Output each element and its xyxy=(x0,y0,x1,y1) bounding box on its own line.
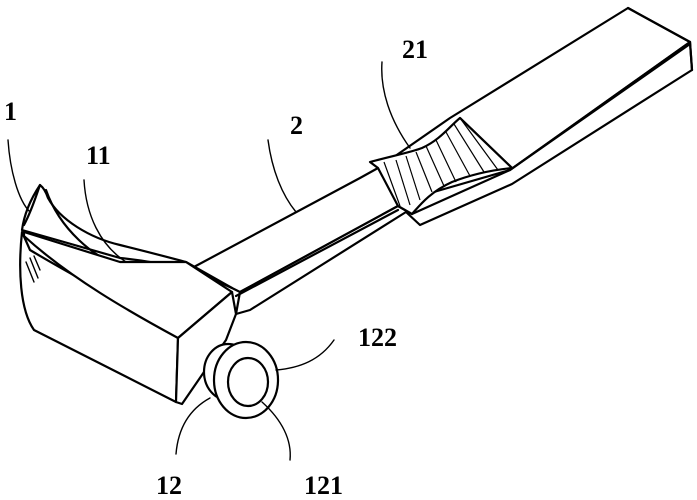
hammer-head xyxy=(19,183,238,406)
leader-2 xyxy=(267,139,297,213)
label-1: 1 xyxy=(4,97,17,126)
recess-hatch-2 xyxy=(395,159,411,206)
handle-edge xyxy=(234,208,400,298)
recess-hatch-7 xyxy=(445,131,471,177)
grip-recess xyxy=(368,116,514,216)
washer-assembly xyxy=(202,340,280,420)
recess-hatch-5 xyxy=(425,145,445,187)
leader-1 xyxy=(7,139,31,213)
reference-numerals: 1 11 2 21 122 12 121 xyxy=(4,35,428,500)
leader-122 xyxy=(275,339,335,371)
leader-11 xyxy=(83,179,127,263)
leader-21 xyxy=(381,61,411,149)
label-11: 11 xyxy=(86,141,111,170)
leader-lines xyxy=(7,61,411,461)
label-2: 2 xyxy=(290,111,303,140)
recess-hatch-1 xyxy=(383,161,401,207)
leader-12 xyxy=(175,397,211,455)
claw-groove-2 xyxy=(29,257,39,279)
recess-hatch-4 xyxy=(415,151,433,193)
recess-hatch-9 xyxy=(459,117,499,171)
washer-inner-ring xyxy=(226,356,270,408)
claw-groove-3 xyxy=(33,255,41,271)
recess-hatch-8 xyxy=(453,123,485,173)
recess-hatch-3 xyxy=(405,155,421,201)
recess-hatch-6 xyxy=(435,139,457,183)
label-12: 12 xyxy=(156,471,182,500)
label-122: 122 xyxy=(358,323,397,352)
label-121: 121 xyxy=(304,471,343,500)
label-21: 21 xyxy=(402,35,428,64)
leader-121 xyxy=(261,401,291,461)
claw-groove-1 xyxy=(25,261,35,283)
claw-tip xyxy=(22,183,42,227)
handle-edge-2 xyxy=(508,42,692,172)
handle-end-face xyxy=(626,6,694,72)
head-front-face xyxy=(174,290,238,406)
